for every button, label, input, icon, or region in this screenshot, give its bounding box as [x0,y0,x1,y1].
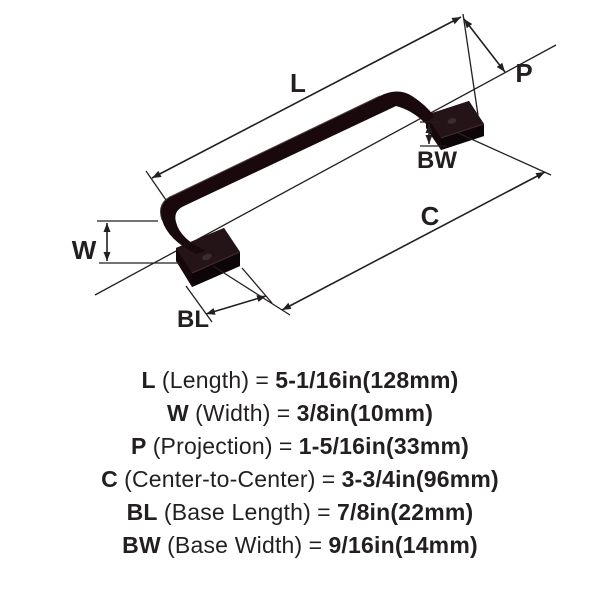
grip-bar-bend-highlight [160,194,175,221]
dim-bl-label: BL [177,306,209,333]
spec-letter: L [141,367,156,393]
spec-value: 7/8in [336,499,391,525]
spec-letter: P [130,433,147,459]
spec-name: (Base Length) [163,499,311,525]
grip-bar [160,91,434,254]
dim-l-ext-right [462,13,479,116]
handle-dimension-drawing: L P BW C W [72,13,557,333]
spec-line-projection: P(Projection)=1-5/16in(33mm) [101,430,499,463]
left-foot-top-face [176,228,240,273]
spec-letter: W [166,400,189,426]
pull-handle [160,91,485,287]
dim-bl-arrow-line [205,295,267,315]
spec-name: (Projection) [152,433,273,459]
dim-p-label: P [515,58,532,88]
dim-l-ext-left [145,170,167,201]
dim-center-to-center [212,132,552,316]
dim-base-width [420,121,447,147]
dim-bl-ext-left [185,285,213,323]
spec-line-center-to-center: C(Center-to-Center)=3-3/4in(96mm) [101,463,499,496]
spec-metric: (128mm) [362,367,459,393]
spec-value: 3/8in [296,400,351,426]
dim-l-label: L [290,68,306,98]
surface-reference-line [94,44,557,296]
spec-letter: BW [122,532,161,558]
dim-projection [463,18,506,73]
dim-w-label: W [72,235,97,265]
spec-line-length: L(Length)=5-1/16in(128mm) [101,364,499,397]
dim-l-arrow-line [151,16,462,179]
grip-bar-top-highlight [173,95,381,196]
spec-name: (Base Width) [167,532,303,558]
spec-name: (Center-to-Center) [124,466,316,492]
spec-legend: L(Length)=5-1/16in(128mm) W(Width)=3/8in… [101,364,499,562]
dim-bw-label: BW [417,147,457,174]
dim-p-arrow-line [463,18,506,73]
dim-c-label: C [421,201,440,231]
spec-metric: (14mm) [394,532,478,558]
spec-equals: = [317,499,331,525]
spec-equals: = [276,400,291,426]
spec-line-base-width: BW(Base Width)=9/16in(14mm) [101,529,499,562]
spec-equals: = [321,466,336,492]
left-foot-edge-highlight [191,251,241,274]
spec-value: 9/16in [328,532,395,558]
spec-value: 5-1/16in [275,367,363,393]
spec-metric: (10mm) [350,400,434,426]
spec-metric: (96mm) [415,466,499,492]
spec-metric: (22mm) [390,499,474,525]
spec-name: (Width) [195,400,271,426]
spec-equals: = [278,433,293,459]
spec-value: 3-3/4in [341,466,416,492]
left-screw-hole [202,253,212,261]
dim-c-arrow-line [281,171,546,311]
dim-bl-ext-right [241,267,273,304]
spec-line-width: W(Width)=3/8in(10mm) [101,397,499,430]
dim-base-length [185,267,273,323]
spec-metric: (33mm) [386,433,470,459]
dim-width [97,220,180,264]
left-foot-front-face [192,252,240,287]
spec-letter: BL [126,499,158,525]
dim-c-ext-right [457,132,552,176]
dim-c-ext-left [212,265,291,316]
spec-line-base-length: BL(Base Length)=7/8in(22mm) [101,496,499,529]
spec-value: 1-5/16in [298,433,387,459]
spec-equals: = [308,532,323,558]
spec-letter: C [101,466,118,492]
spec-equals: = [255,367,270,393]
spec-name: (Length) [161,367,250,393]
